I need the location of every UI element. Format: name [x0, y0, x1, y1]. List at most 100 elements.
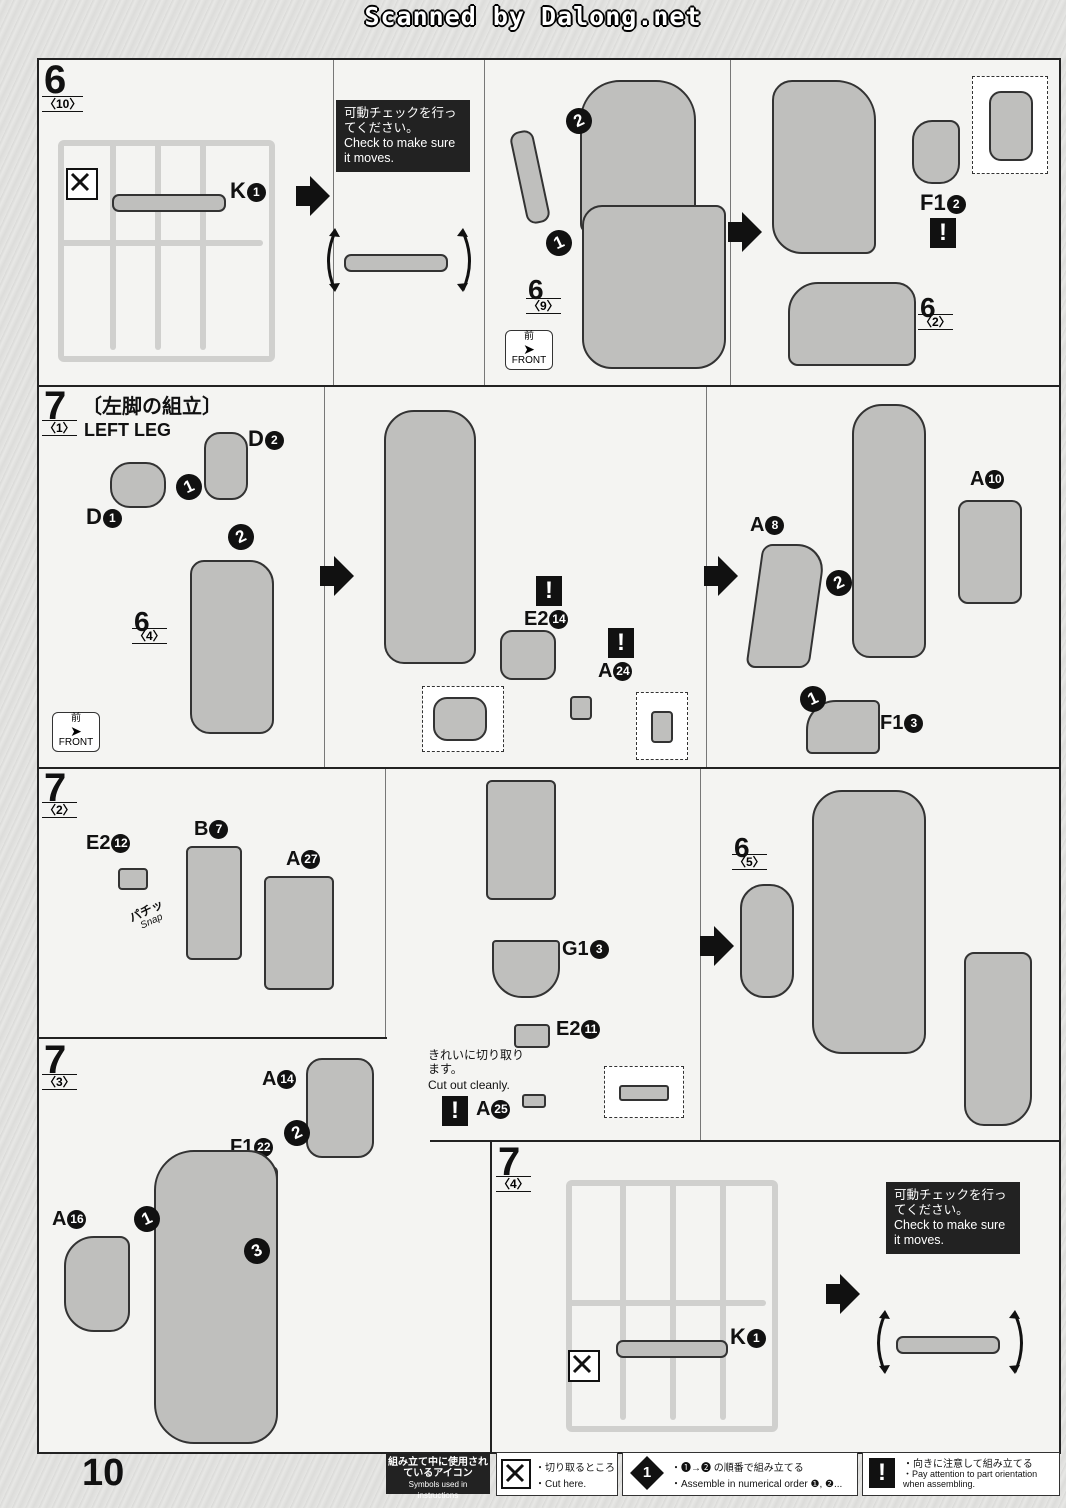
ref-sub: 〈5〉: [732, 854, 767, 870]
runner-bar: [566, 1300, 766, 1306]
flow-arrow: [320, 566, 334, 586]
part-a24: [570, 696, 592, 720]
step-number: 7: [44, 384, 67, 428]
flow-arrow-head: [840, 1274, 860, 1314]
joint-part-k1: [616, 1340, 728, 1358]
leg-assembly: [812, 790, 926, 1054]
divider-row3b: [430, 1140, 1059, 1142]
step-number: 7: [44, 1038, 67, 1082]
part-d2: [204, 432, 248, 500]
flow-arrow: [728, 222, 742, 242]
part-e2-11: [514, 1024, 550, 1048]
flow-arrow-head: [742, 212, 762, 252]
flow-arrow: [296, 186, 310, 206]
step-sub: 〈10〉: [42, 96, 84, 112]
step-sub: 〈1〉: [42, 420, 77, 436]
flow-arrow: [704, 566, 718, 586]
part-a27: [264, 876, 334, 990]
leg-frame-assembly: [384, 410, 476, 664]
part-d1: [110, 462, 166, 508]
ref-sub: 〈9〉: [526, 298, 561, 314]
attention-icon: !: [536, 576, 562, 606]
flow-arrow: [700, 936, 714, 956]
step-number: 7: [498, 1140, 521, 1184]
attention-icon: !: [869, 1458, 895, 1488]
rotate-arrow-icon: [1009, 1310, 1023, 1374]
foot-part: [788, 282, 916, 366]
ref-step: 6: [734, 832, 750, 863]
rotate-arrow-icon: [877, 1310, 890, 1374]
step-sub: 〈4〉: [496, 1176, 531, 1192]
rotate-arrow-icon: [457, 228, 471, 292]
scan-credit: Scanned by Dalong.net: [364, 2, 702, 31]
leg-lower-part: [582, 205, 726, 369]
step-title-en: LEFT LEG: [84, 420, 171, 440]
cut-note-en: Cut out cleanly.: [428, 1078, 510, 1092]
check-notice: 可動チェックを行ってください。 Check to make sure it mo…: [336, 100, 470, 172]
leg-assembly: [772, 80, 876, 254]
attention-icon: !: [608, 628, 634, 658]
part-a16: [64, 1236, 130, 1332]
detail-box: [972, 76, 1048, 174]
cut-note-jp: きれいに切り取ります。: [428, 1048, 525, 1076]
divider-row3a: [37, 1037, 387, 1039]
flow-arrow: [826, 1284, 840, 1304]
part-detail: [651, 711, 673, 743]
detail-box: [604, 1066, 684, 1118]
leg-frame-assembly: [852, 404, 926, 658]
attention-icon: !: [442, 1096, 468, 1126]
part-detail: [433, 697, 487, 741]
leg-armor: [964, 952, 1032, 1126]
leg-assembly: [154, 1150, 278, 1444]
runner-bar: [58, 240, 263, 246]
part-detail: [989, 91, 1033, 161]
detail-box: [422, 686, 504, 752]
flow-arrow-head: [310, 176, 330, 216]
legend-order: 1 ・❶→❷ の順番で組み立てる ・Assemble in numerical …: [622, 1452, 858, 1496]
ref-sub: 〈2〉: [918, 314, 953, 330]
part-a25: [522, 1094, 546, 1108]
ref-step: 6: [134, 606, 150, 637]
flow-arrow-head: [714, 926, 734, 966]
nipper-icon: [501, 1459, 531, 1489]
joint-part-moving: [896, 1336, 1000, 1354]
joint-part-moving: [344, 254, 448, 272]
check-notice: 可動チェックを行ってください。 Check to make sure it mo…: [886, 1182, 1020, 1254]
part-g1-3: [492, 940, 560, 998]
ref-step: 6: [920, 292, 936, 323]
part-b7: [186, 846, 242, 960]
legend-cut: ・切り取るところ ・Cut here.: [496, 1452, 618, 1496]
sep-1: [333, 60, 334, 385]
nipper-icon: [568, 1350, 600, 1382]
detail-box: [636, 692, 688, 760]
order-diamond-icon: 1: [630, 1456, 664, 1490]
part-e2-12: [118, 868, 148, 890]
legend-title: 組み立て中に使用されているアイコン Symbols used in instru…: [386, 1454, 490, 1500]
rotate-arrow-icon: [327, 228, 340, 292]
part-f1-2: [912, 120, 960, 184]
page-number: 10: [82, 1452, 125, 1494]
part-shield: [740, 884, 794, 998]
front-indicator: 前➤FRONT: [505, 330, 553, 370]
step-title-jp: 〔左脚の組立〕: [82, 396, 222, 418]
legend-attention: ! ・向きに注意して組み立てる ・Pay attention to part o…: [862, 1452, 1060, 1496]
front-indicator: 前➤FRONT: [52, 712, 100, 752]
step-sub: 〈3〉: [42, 1074, 77, 1090]
runner-frame: [58, 140, 275, 362]
sep-6: [385, 769, 386, 1037]
ref-step: 6: [528, 274, 544, 305]
armor-part: [486, 780, 556, 900]
divider-row2: [37, 767, 1059, 769]
